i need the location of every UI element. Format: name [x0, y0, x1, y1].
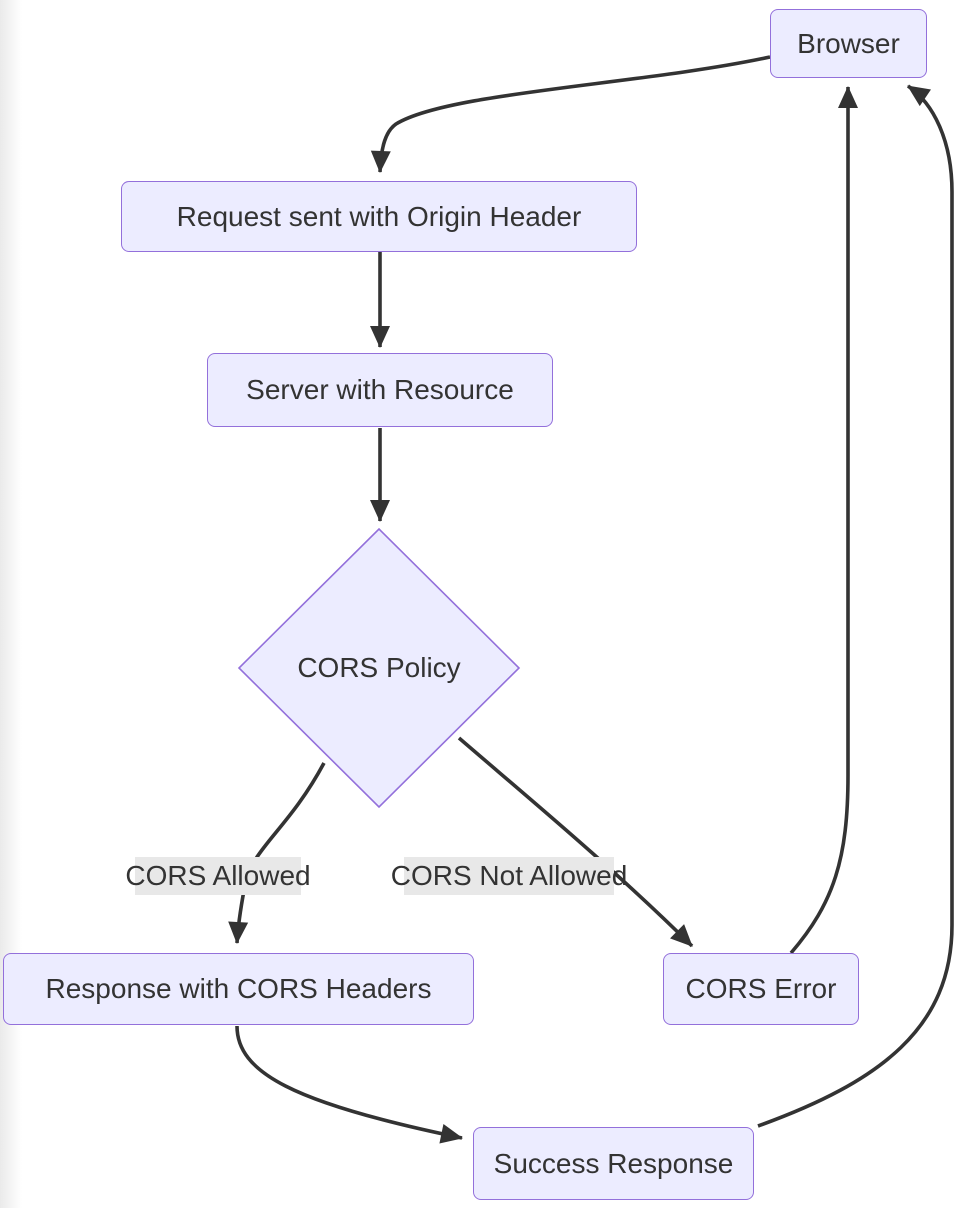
- edge-policy-to-response: [228, 762, 326, 944]
- node-response-with-cors-headers[interactable]: Response with CORS Headers: [3, 953, 474, 1025]
- edge-label-cors-not-allowed: CORS Not Allowed: [391, 857, 627, 895]
- edge-success-to-browser: [757, 84, 954, 1128]
- edge-response-to-success: [235, 1025, 463, 1144]
- node-cors-policy-label[interactable]: CORS Policy: [297, 652, 461, 683]
- node-cors-error[interactable]: CORS Error: [663, 953, 859, 1025]
- node-request-sent-with-origin-header[interactable]: Request sent with Origin Header: [121, 181, 637, 252]
- node-browser[interactable]: Browser: [770, 9, 927, 78]
- cors-policy-diamond-shape[interactable]: [237, 527, 521, 809]
- node-success-response[interactable]: Success Response: [473, 1127, 754, 1200]
- node-server-with-resource[interactable]: Server with Resource: [207, 353, 553, 427]
- edge-policy-to-error: [457, 736, 694, 948]
- edge-browser-to-request: [370, 55, 771, 173]
- edge-label-cors-allowed: CORS Allowed: [125, 857, 311, 895]
- edge-error-to-browser: [789, 86, 858, 955]
